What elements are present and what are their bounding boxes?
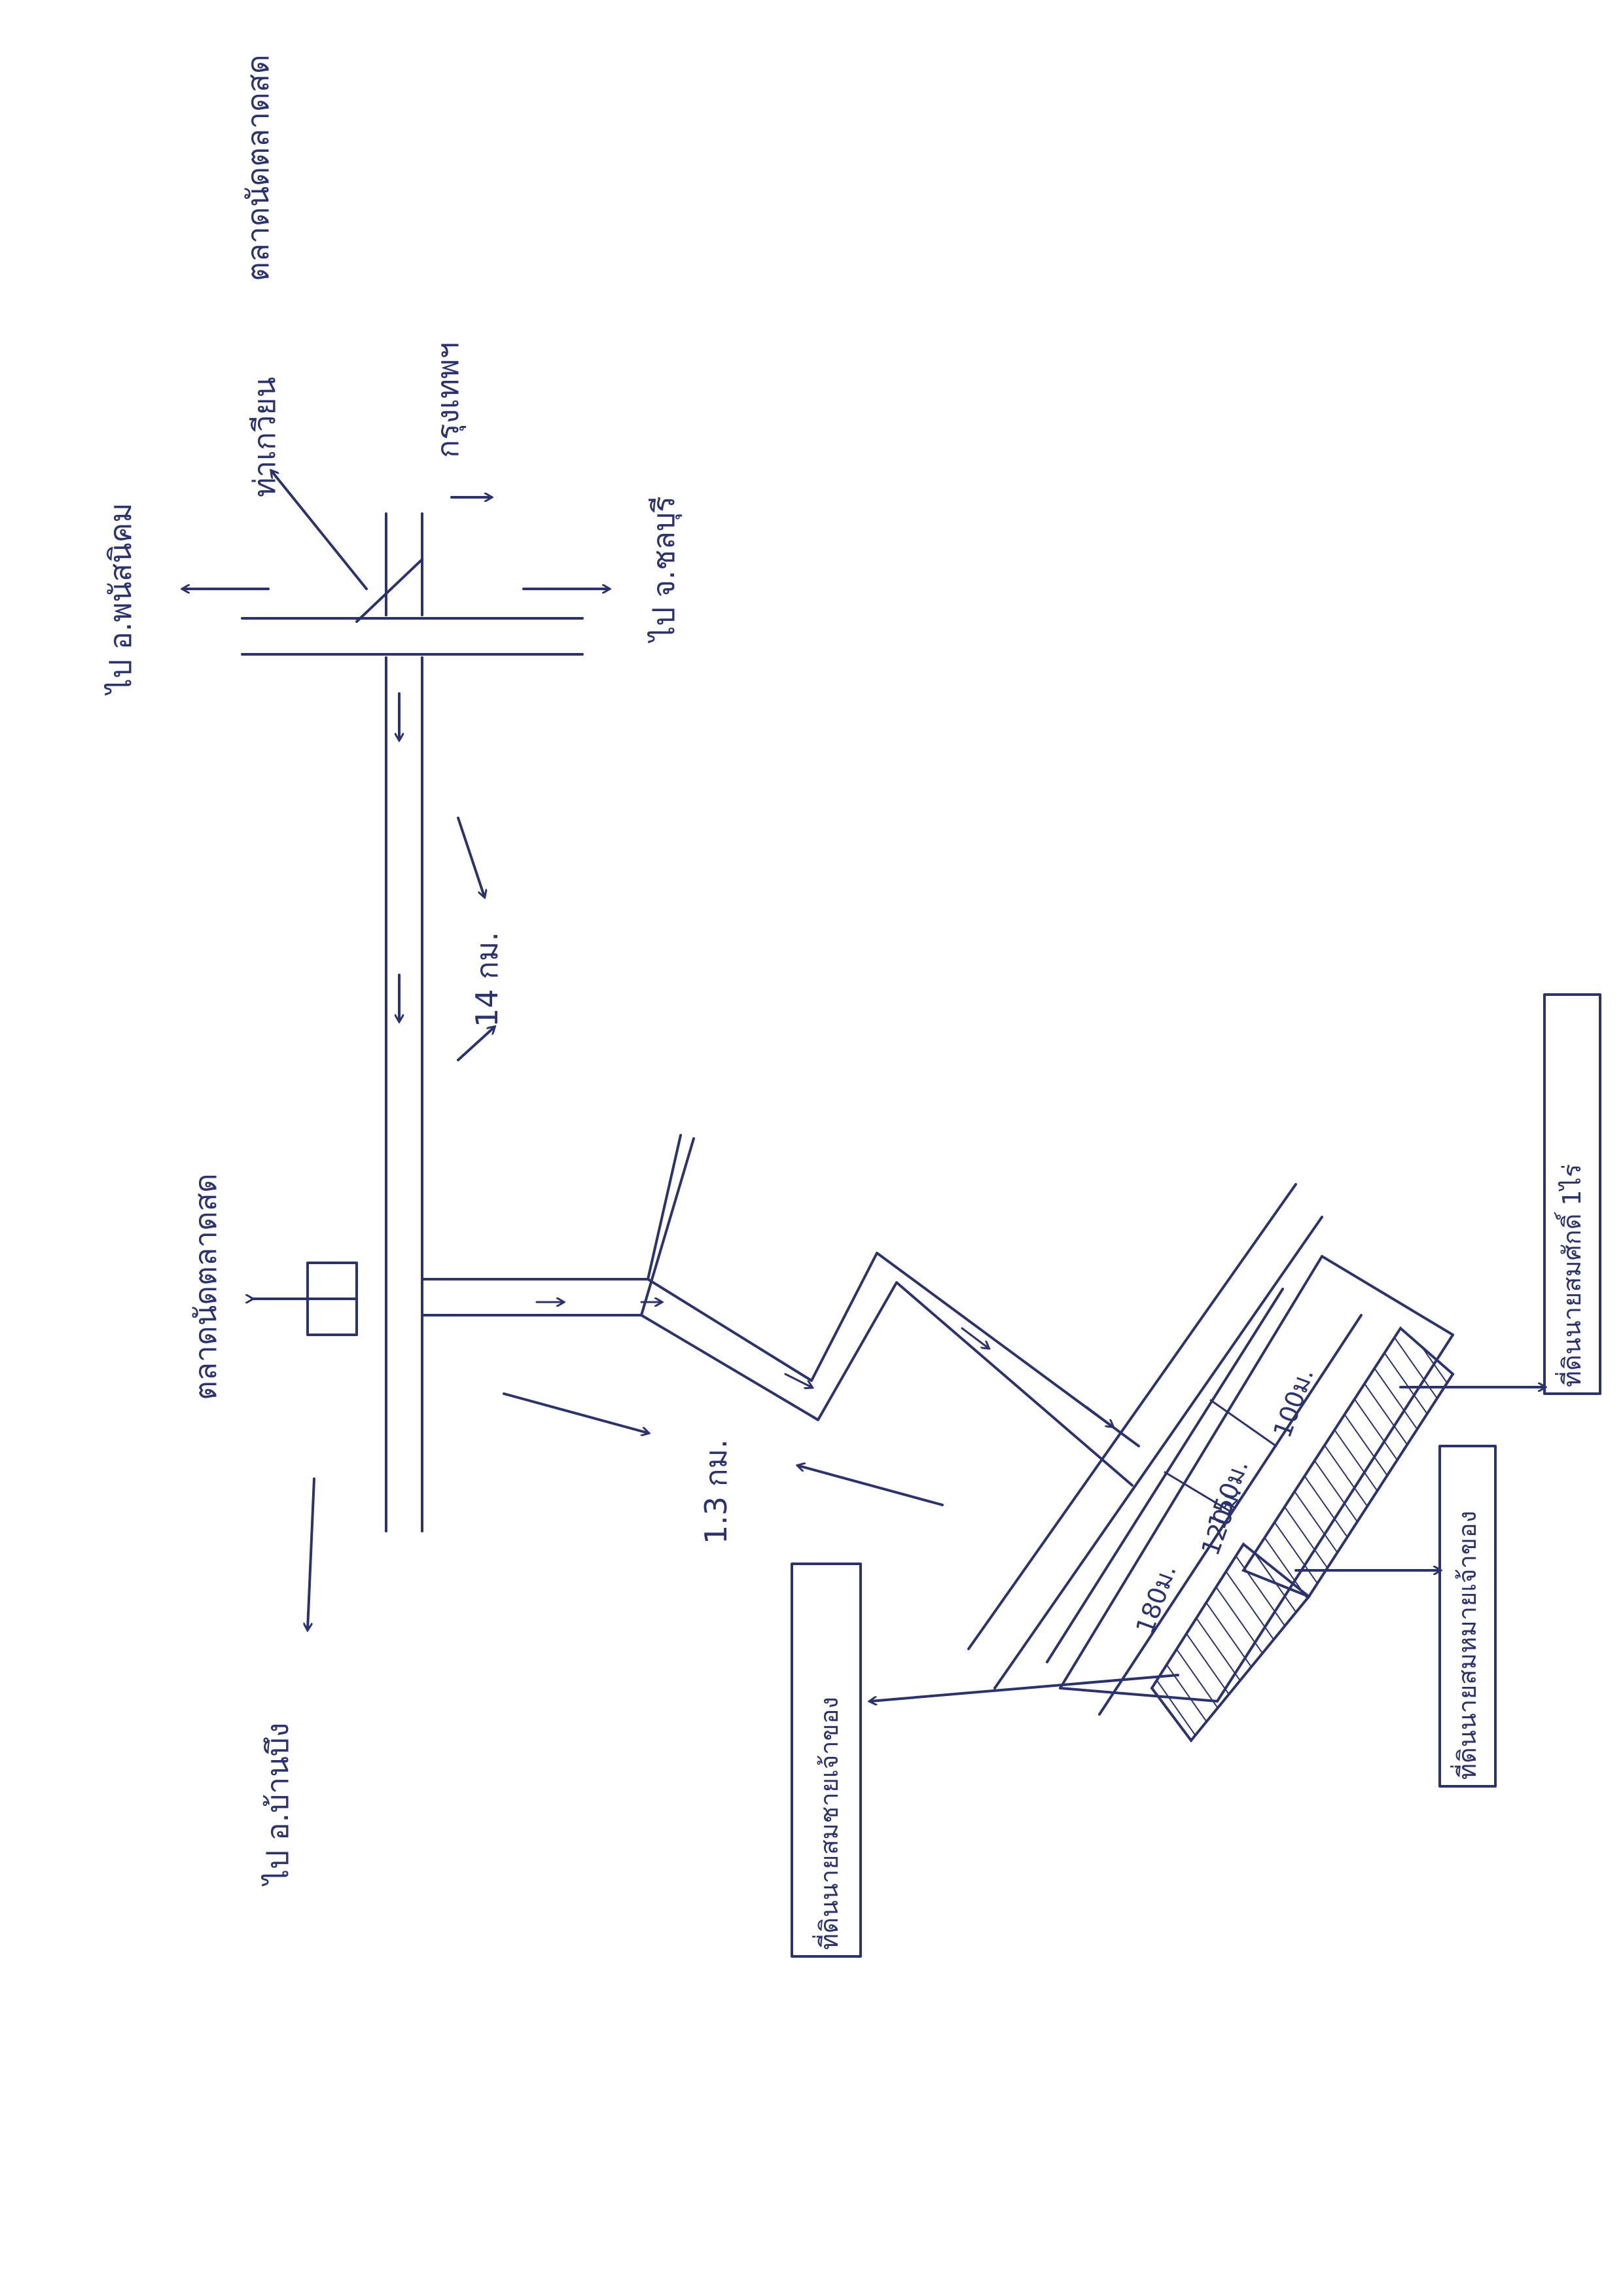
distance-arrows (503, 1392, 944, 1506)
intersection (241, 512, 584, 1280)
direction-arrows (183, 471, 609, 1629)
owner-box-2 (1438, 1445, 1497, 1788)
owner-box-1 (791, 1563, 862, 1958)
owner-box-2-label: ที่ดินนายสมหมายเจ้าของ (1450, 1511, 1482, 1780)
label-to-factory: ท่าเกวียน (247, 377, 282, 497)
label-to-phanat: ไป อ.พนัสนิคม (103, 503, 138, 696)
pointer-lines (870, 1387, 1544, 1701)
main-road (385, 1242, 649, 1532)
owner-box-1-label: ที่ดินนายสมชายเจ้าของ (812, 1697, 844, 1950)
land-parcels (1046, 1255, 1455, 1743)
label-bangkok: กรุงเทพฯ (430, 342, 467, 458)
label-distance-13: 1.3 กม. (698, 1439, 734, 1544)
dim-label-4: 100ม. (1268, 1364, 1319, 1441)
label-market-top: ตลาดนัดตลาดสด (240, 54, 276, 281)
zigzag-road (535, 1134, 1140, 1487)
label-to-ban-bueng: ไป อ.บ้านบึง (260, 1723, 295, 1887)
label-to-chonburi: ไป จ.ชลบุรี (646, 496, 683, 644)
owner-box-3-label: ที่ดินนายสมศักดิ์ 1ไร่ (1554, 1164, 1586, 1387)
market-marker (252, 1262, 358, 1336)
diagonal-road (967, 1183, 1323, 1689)
label-distance-14: 14 กม. (469, 932, 505, 1027)
label-market: ตลาดนัดตลาดสด (188, 1173, 223, 1400)
owner-box-3 (1543, 993, 1601, 1395)
